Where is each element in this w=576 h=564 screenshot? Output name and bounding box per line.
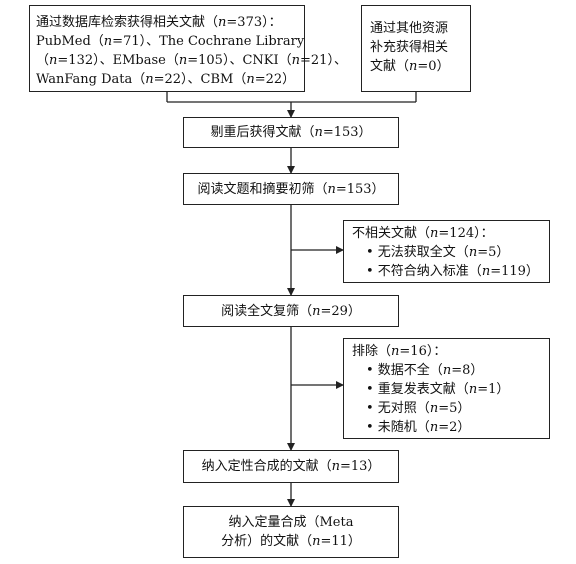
exclusion-2-item: • 未随机（n=2） [366, 420, 471, 435]
other-sources-line-2: 补充获得相关 [370, 40, 449, 55]
other-sources-box: 通过其他资源 补充获得相关 文献（n=0） [361, 5, 471, 92]
exclusion-1-item: • 无法获取全文（n=5） [366, 245, 510, 260]
other-sources-line-1: 通过其他资源 [370, 21, 449, 36]
qualitative-text: 纳入定性合成的文献（n=13） [201, 459, 381, 474]
exclusion-2-item: • 数据不全（n=8） [366, 363, 484, 378]
exclusion-box-2: 排除（n=16）： • 数据不全（n=8） • 重复发表文献（n=1） • 无对… [343, 338, 550, 439]
fulltext-text: 阅读全文复筛（n=29） [221, 303, 361, 319]
title-abstract-box: 阅读文题和摘要初筛（n=153） [183, 173, 399, 205]
exclusion-2-item: • 无对照（n=5） [366, 401, 471, 416]
qualitative-box: 纳入定性合成的文献（n=13） [183, 450, 399, 483]
exclusion-1-item: • 不符合纳入标准（n=119） [366, 264, 539, 279]
identification-line-4: WanFang Data（n=22）、CBM（n=22） [36, 72, 296, 87]
quantitative-line-2: 分析）的文献（n=11） [221, 534, 361, 549]
quantitative-box: 纳入定量合成（Meta 分析）的文献（n=11） [183, 506, 399, 558]
identification-line-2: PubMed（n=71）、The Cochrane Library [36, 34, 305, 49]
identification-box: 通过数据库检索获得相关文献（n=373）： PubMed（n=71）、The C… [29, 5, 347, 92]
deduplicated-box: 剔重后获得文献（n=153） [183, 117, 399, 148]
other-sources-line-3: 文献（n=0） [370, 59, 450, 74]
title-abstract-text: 阅读文题和摘要初筛（n=153） [197, 181, 385, 197]
exclusion-2-heading: 排除（n=16）： [352, 344, 447, 359]
exclusion-2-item: • 重复发表文献（n=1） [366, 382, 510, 397]
identification-line-1: 通过数据库检索获得相关文献（n=373）： [36, 15, 282, 30]
exclusion-1-heading: 不相关文献（n=124）： [352, 226, 494, 241]
quantitative-line-1: 纳入定量合成（Meta [228, 515, 354, 530]
deduplicated-text: 剔重后获得文献（n=153） [210, 125, 372, 140]
fulltext-box: 阅读全文复筛（n=29） [183, 295, 399, 327]
identification-line-3: （n=132）、EMbase（n=105）、CNKI（n=21）、 [36, 53, 347, 68]
exclusion-box-1: 不相关文献（n=124）： • 无法获取全文（n=5） • 不符合纳入标准（n=… [343, 220, 550, 283]
